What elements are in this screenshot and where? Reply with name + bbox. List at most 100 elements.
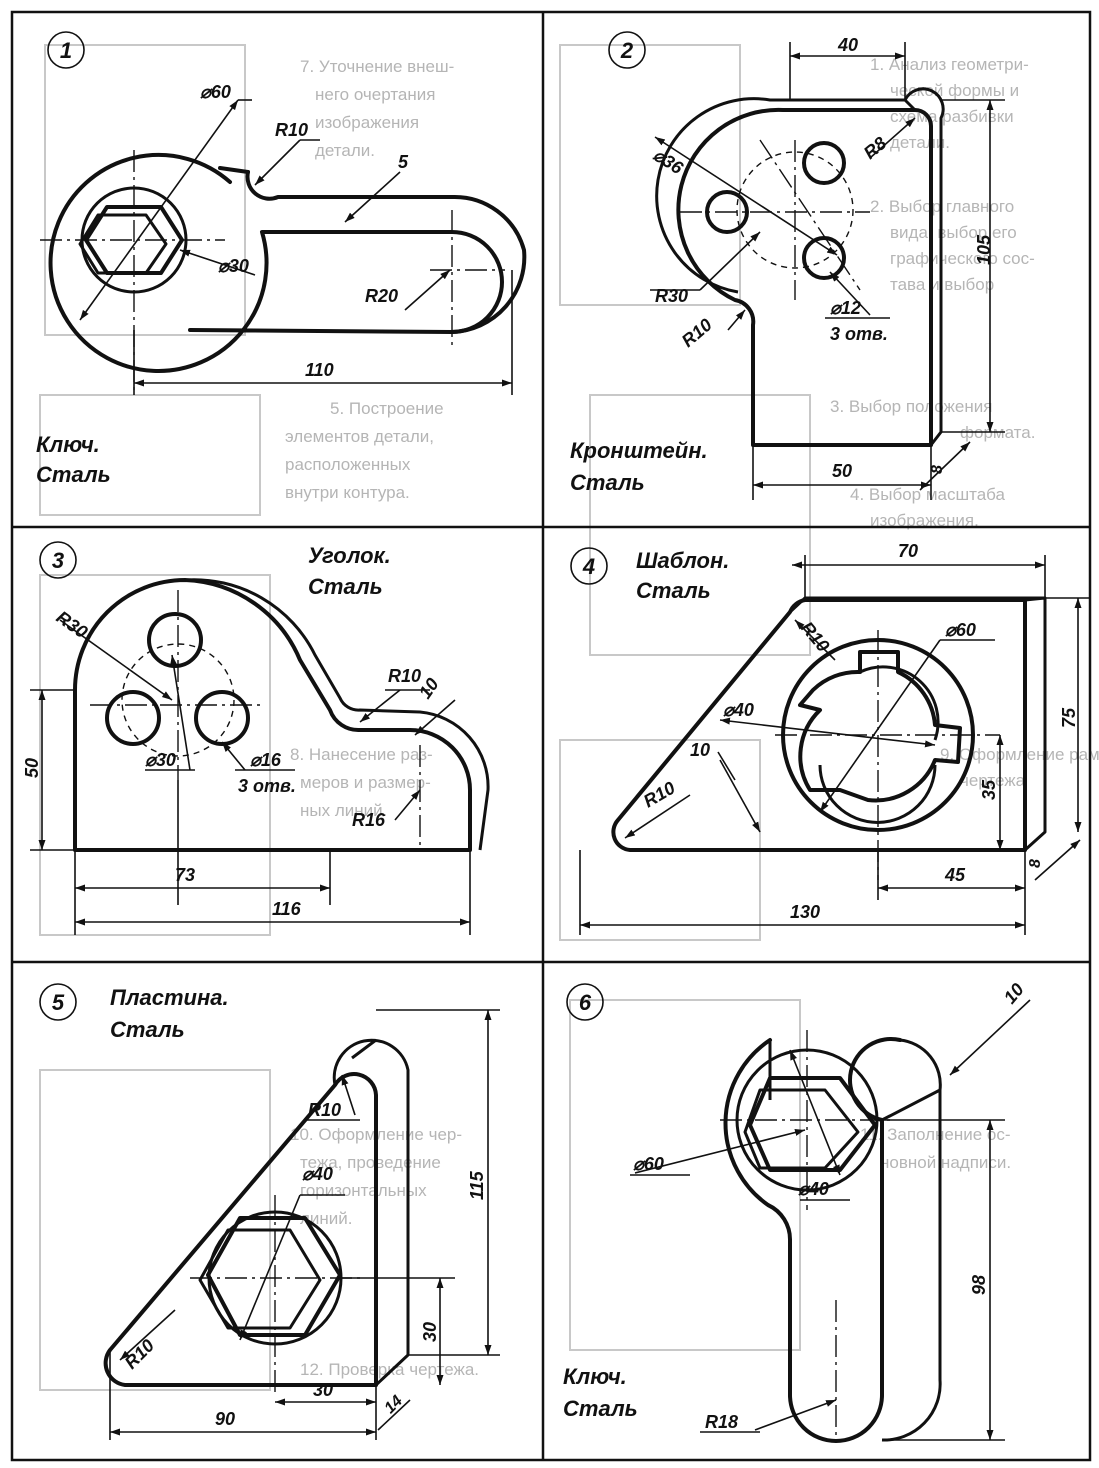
panel-material: Сталь xyxy=(110,1017,185,1042)
key-edge xyxy=(218,166,250,174)
dim-r10-label: R10 xyxy=(678,315,716,352)
dim-d40-label: ⌀40 xyxy=(798,1179,829,1199)
bg-text-line: детали. xyxy=(315,141,375,160)
corner-thickness xyxy=(184,578,490,851)
bg-text-line: изображения xyxy=(315,113,419,132)
dim-d16-label: ⌀16 xyxy=(250,750,282,770)
panel-number-badge xyxy=(39,541,77,579)
dim-d30 xyxy=(170,654,191,771)
dim-r18 xyxy=(754,1399,837,1431)
hex-opening-depth xyxy=(78,213,168,275)
dim-d40-label: ⌀40 xyxy=(723,700,754,720)
panel-3-corner: 3 R30 R10 10 50 ⌀30 ⌀16 3 отв. R16 xyxy=(22,541,490,935)
panel-2-bracket: 2 40 ⌀36 R8 105 R30 R10 ⌀12 3 отв. xyxy=(570,31,1005,500)
dim-r20-label: R20 xyxy=(365,286,398,306)
panel-title: Ключ. xyxy=(563,1364,627,1389)
bg-text-line: 1. Анализ геометри- xyxy=(870,55,1029,74)
key-thickness xyxy=(881,1038,942,1442)
bg-text-line: меров и размер- xyxy=(300,773,431,792)
dim-r30-label: R30 xyxy=(655,286,688,306)
dim-d12-label: ⌀12 xyxy=(830,298,861,318)
panel-number-badge xyxy=(566,983,604,1021)
bg-text-line: 5. Построение xyxy=(330,399,444,418)
dim-d60 xyxy=(79,99,239,321)
dim-d60-label: ⌀60 xyxy=(200,82,231,102)
dim-14-label: 14 xyxy=(381,1392,406,1417)
dim-r8 xyxy=(869,117,916,159)
dim-d30-label: ⌀30 xyxy=(218,256,249,276)
key-outline-inner xyxy=(245,170,527,334)
panel-number-badge xyxy=(39,983,77,1021)
dim-110-label: 110 xyxy=(305,360,334,380)
dim-50-label: 50 xyxy=(832,461,852,481)
panel-title: Ключ. xyxy=(36,432,100,457)
panel-title: Кронштейн. xyxy=(570,438,708,463)
bg-text-line: внутри контура. xyxy=(285,483,410,502)
dim-d36-label: ⌀36 xyxy=(650,145,688,179)
dim-8-label: 8 xyxy=(929,465,946,474)
panel-number-badge xyxy=(570,547,608,585)
background-text: 1. Анализ геометри- ческой формы и схема… xyxy=(39,44,1099,1391)
bg-text-line: расположенных xyxy=(285,455,411,474)
dim-r20 xyxy=(404,269,451,311)
panel-4-template: 4 70 R10 ⌀60 ⌀40 10 R10 75 35 8 45 xyxy=(570,541,1090,935)
panel-material: Сталь xyxy=(36,462,111,487)
hex-opening xyxy=(206,1216,342,1337)
panel-material: Сталь xyxy=(636,578,711,603)
splined-hole xyxy=(798,650,962,803)
dim-d60 xyxy=(634,1129,806,1174)
dim-105-label: 105 xyxy=(974,234,994,265)
outer-border xyxy=(10,10,1092,1462)
dim-r16-label: R16 xyxy=(352,810,386,830)
dim-30h-label: 30 xyxy=(313,1380,333,1400)
dim-holes-count: 3 отв. xyxy=(830,324,888,344)
panel-title: Уголок. xyxy=(308,543,391,568)
bg-ghost-frame xyxy=(569,999,801,1351)
panel-5-plate: 5 115 R10 ⌀40 R10 30 30 14 90 Пластина. xyxy=(39,983,500,1440)
bg-ghost-frame xyxy=(589,394,811,656)
dim-r10-top xyxy=(341,1074,356,1116)
hole-left xyxy=(105,690,161,746)
plate-thickness xyxy=(332,1038,410,1387)
hex-opening-depth xyxy=(198,1228,322,1330)
dim-r10 xyxy=(624,794,691,839)
dim-d36 xyxy=(654,136,838,256)
bg-text-line: ных линий. xyxy=(300,801,387,820)
bg-text-line: 4. Выбор масштаба xyxy=(850,485,1006,504)
dim-98-label: 98 xyxy=(969,1275,989,1295)
dim-r30-label: R30 xyxy=(53,607,92,642)
dim-5-label: 5 xyxy=(398,152,409,172)
panel-material: Сталь xyxy=(308,574,383,599)
bg-text-line: детали. xyxy=(890,133,950,152)
dim-d12 xyxy=(829,271,871,316)
dim-70-label: 70 xyxy=(898,541,918,561)
panel-material: Сталь xyxy=(570,470,645,495)
panel-title: Шаблон. xyxy=(636,548,729,573)
dim-d40 xyxy=(719,717,936,748)
panel-number: 3 xyxy=(52,548,64,573)
panel-1-key: 1 ⌀60 R10 5 ⌀30 R20 110 Ключ. Сталь xyxy=(36,31,527,487)
hex-opening xyxy=(748,1076,877,1172)
bg-text-line: изображения. xyxy=(870,511,979,530)
panel-number-badge xyxy=(47,31,85,69)
panel-number-badge xyxy=(608,31,646,69)
dim-r10-top-label: R10 xyxy=(308,1100,341,1120)
dim-r10 xyxy=(359,689,401,723)
bg-text-line: вида, выбор его xyxy=(890,223,1017,242)
dim-10 xyxy=(414,699,456,736)
dim-40-label: 40 xyxy=(837,35,858,55)
dim-d30 xyxy=(179,249,256,276)
dim-50-label: 50 xyxy=(22,758,42,778)
dim-10-label: 10 xyxy=(1000,979,1028,1007)
dim-r18-label: R18 xyxy=(705,1412,738,1432)
bg-text-line: чертежа xyxy=(960,771,1026,790)
panel-number: 1 xyxy=(60,38,72,63)
sheet-frame xyxy=(10,10,1092,1462)
bolt-circle xyxy=(121,643,235,757)
corner-outline xyxy=(73,578,472,852)
hole-top xyxy=(802,141,846,185)
dim-8 xyxy=(1034,839,1081,881)
dim-8-label: 8 xyxy=(1027,859,1044,868)
dim-8 xyxy=(919,441,971,491)
